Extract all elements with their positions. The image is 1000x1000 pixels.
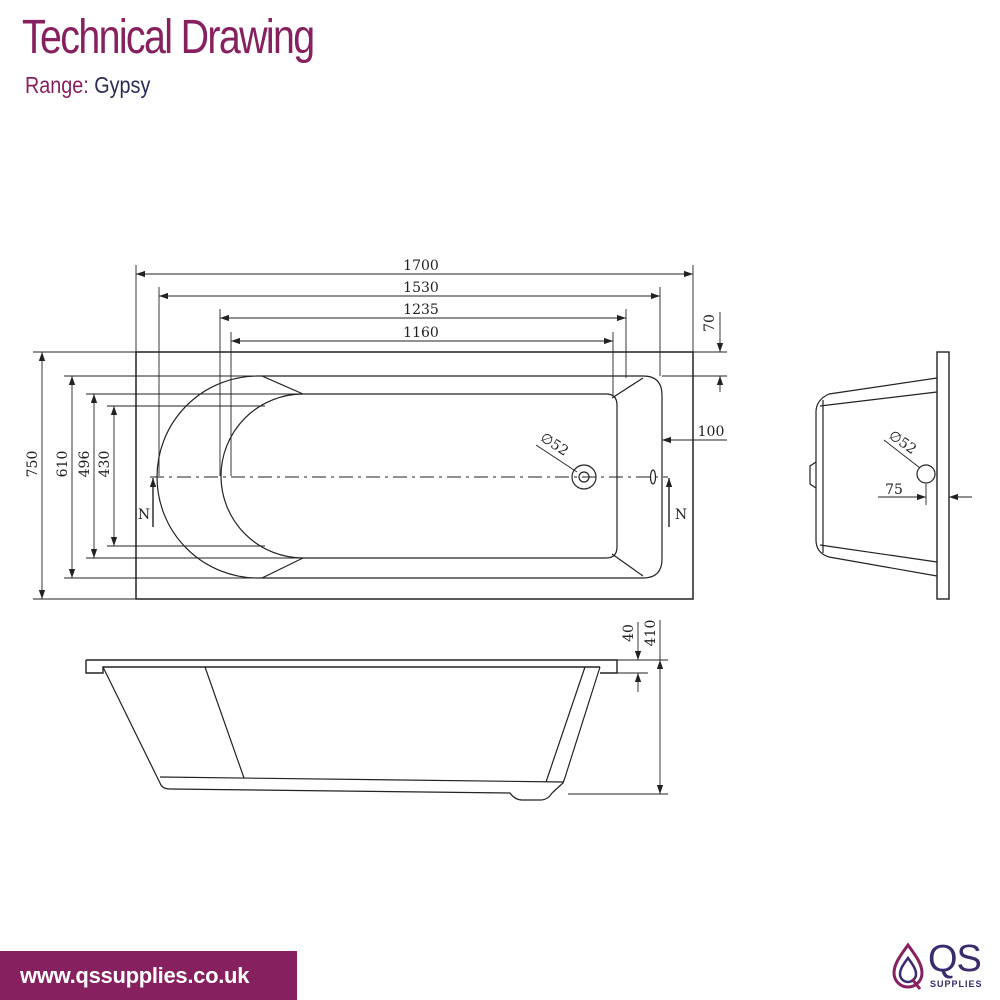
side-inner-bottom (159, 776, 564, 783)
dim-label-waste-diameter: ∅52 (537, 430, 571, 460)
dim-label-lip-height: 40 (621, 624, 637, 642)
end-flange (936, 351, 950, 600)
range-value: Gypsy (94, 72, 151, 98)
plan-dimensions (33, 265, 727, 600)
dim-label-floor-width: 430 (97, 451, 113, 478)
dim-label-length: 1700 (403, 258, 439, 274)
end-body-outline (815, 377, 938, 577)
section-arrows (149, 478, 673, 527)
plan-corner-line (261, 557, 304, 579)
side-body (102, 666, 601, 801)
logo-qs-text: QS (928, 938, 982, 980)
dim-label-end-waste-diameter: ∅52 (885, 428, 919, 458)
side-dimensions (568, 620, 668, 795)
page-title: Technical Drawing (22, 11, 315, 64)
end-waste-outlet (916, 464, 936, 484)
waste-outlet-inner (578, 471, 590, 483)
dim-label-inner-length: 1235 (403, 302, 439, 318)
dim-label-overall-height: 410 (643, 620, 659, 647)
dim-label-waste-offset: 100 (698, 424, 725, 440)
dim-label-width: 750 (25, 451, 41, 478)
logo-supplies-text: SUPPLIES (930, 979, 983, 989)
end-foot (809, 461, 817, 489)
dim-label-base-length: 1160 (403, 325, 439, 341)
dim-label-end-waste-offset: 75 (885, 482, 903, 498)
waste-outlet (571, 464, 597, 490)
plan-outer-rim (135, 351, 694, 600)
dim-label-inner-top-length: 1530 (403, 280, 439, 296)
side-rim (85, 659, 618, 674)
droplet-icon (892, 942, 924, 990)
range-label: Range: (25, 72, 89, 98)
end-body-inner (819, 391, 938, 563)
side-dimension-labels: 40 410 (621, 620, 659, 647)
plan-tub-bottom (220, 393, 618, 559)
dim-label-rim-depth: 70 (702, 314, 718, 332)
footer-bar: www.qssupplies.co.uk (0, 951, 297, 1000)
plan-corner-line (611, 377, 644, 399)
section-mark-left: N (138, 507, 150, 523)
end-waste-leader (883, 439, 921, 469)
side-panel-right (545, 666, 586, 783)
side-panel-left (204, 666, 245, 779)
plan-corner-line (611, 553, 644, 577)
section-mark-right: N (675, 507, 687, 523)
dim-label-inner-width: 610 (55, 451, 71, 478)
overflow-outlet (649, 469, 657, 485)
qs-logo: QS SUPPLIES (886, 940, 996, 996)
dim-label-base-width: 496 (77, 451, 93, 478)
range-line: Range: Gypsy (25, 74, 150, 97)
end-view (809, 351, 972, 600)
plan-corner-line (261, 375, 304, 395)
plan-dimension-labels: 1700 1530 1235 1160 70 100 750 610 496 4… (25, 258, 724, 523)
side-view (85, 659, 618, 801)
waste-leader (535, 444, 578, 473)
website-link[interactable]: www.qssupplies.co.uk (20, 963, 250, 988)
end-view-labels: ∅52 75 (885, 428, 919, 498)
